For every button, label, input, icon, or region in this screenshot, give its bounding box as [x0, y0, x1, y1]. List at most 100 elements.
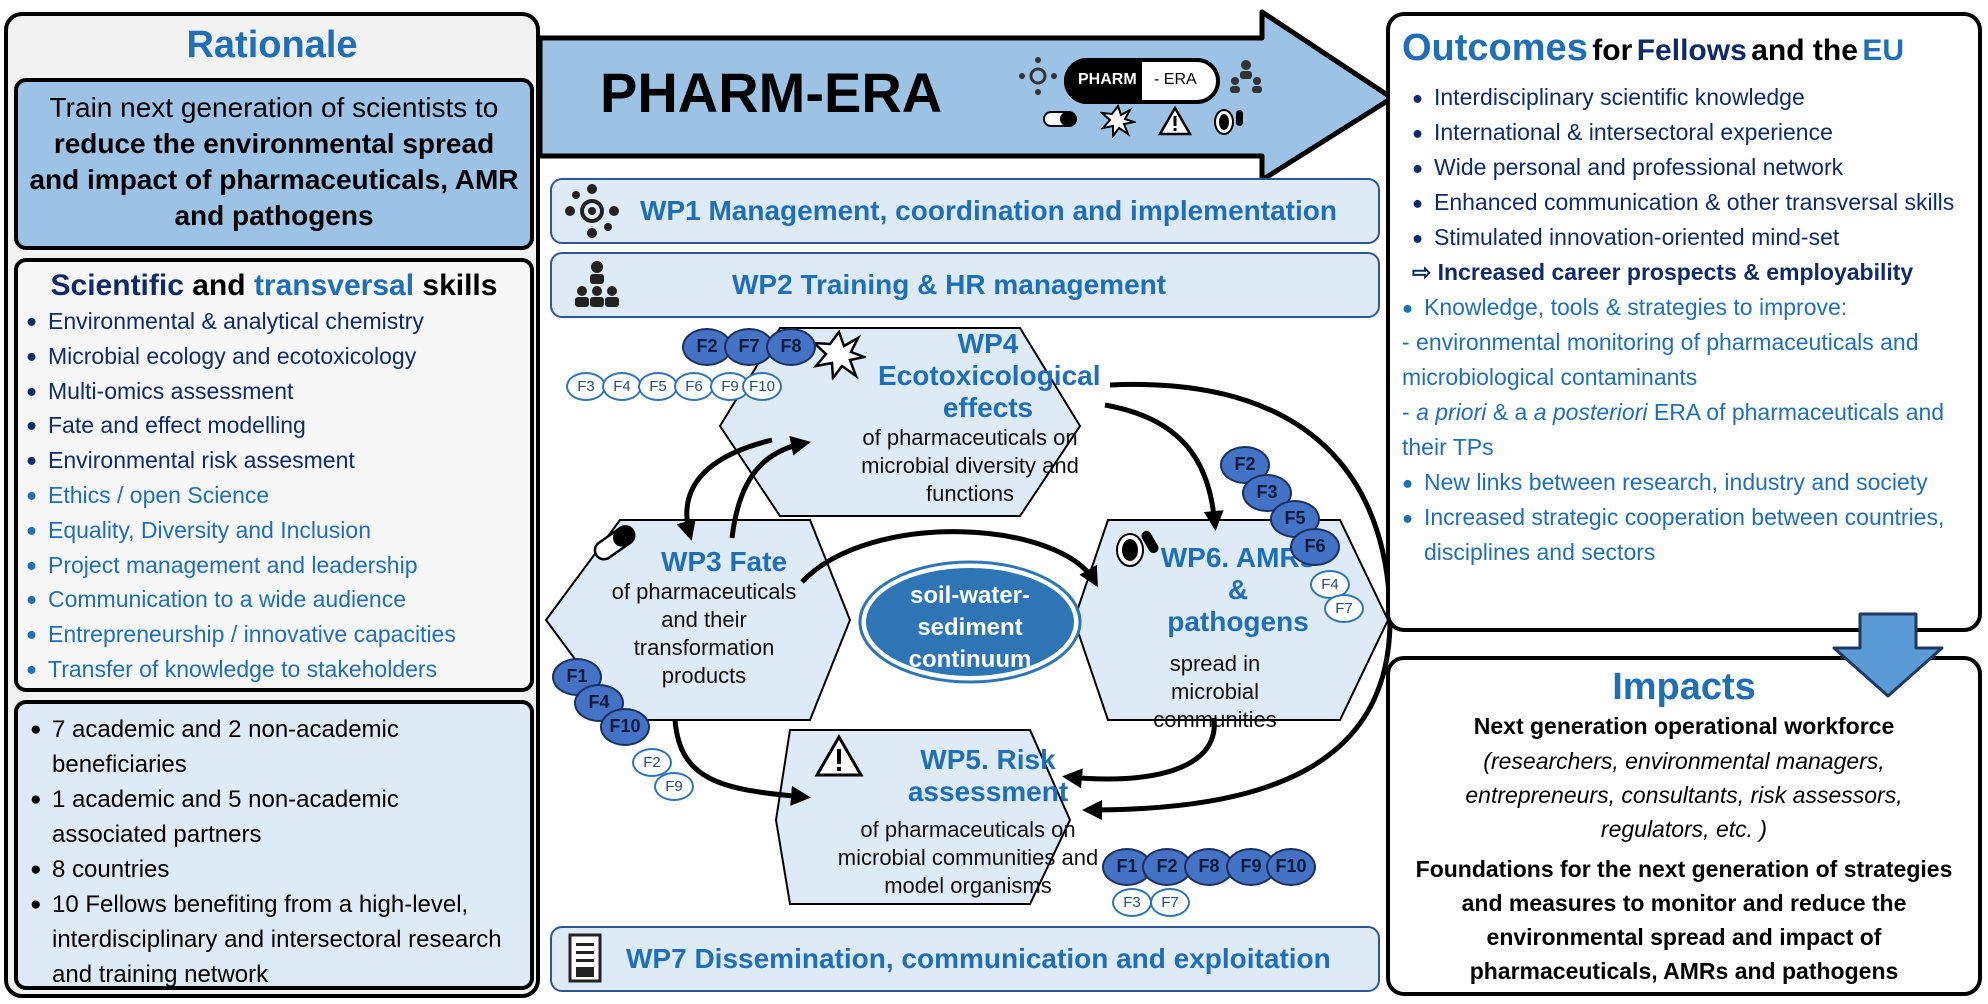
eu-outcome-item: Increased strategic cooperation between … [1402, 500, 1966, 570]
fellow-pill: F6 [1290, 528, 1340, 566]
fellow-pill: F8 [766, 328, 816, 366]
banner-arrow [537, 9, 1395, 183]
fellow-outcome-item: Wide personal and professional network [1412, 150, 1966, 185]
era-item-a-posteriori: a posteriori [1533, 399, 1648, 425]
fellow-pill-secondary: F6 [674, 372, 714, 401]
skills-title: Scientific and transversal skills [26, 268, 522, 304]
outcomes-title-eu: EU [1862, 34, 1905, 67]
fellow-outcome-item: Enhanced communication & other transvers… [1412, 185, 1966, 220]
logo-pill-dark [1064, 58, 1142, 104]
fellow-outcomes-list: Interdisciplinary scientific knowledge I… [1402, 80, 1966, 255]
outcomes-title-for: for [1592, 34, 1633, 67]
era-item-a-priori: a priori [1416, 399, 1487, 425]
wp6-title: WP6. AMRs & pathogens [1160, 542, 1316, 637]
skills-title-skills: skills [422, 269, 498, 302]
arrow-wp4-to-wp6 [1104, 402, 1224, 531]
warning-icon [1158, 106, 1192, 136]
arrow-wp4-to-wp3 [676, 437, 773, 541]
wp3-text-block: WP3 Fate of pharmaceuticals and their tr… [584, 546, 824, 690]
era-item-suffix: ERA of pharmaceuticals and their TPs [1402, 399, 1945, 460]
pill-icon [593, 525, 636, 561]
wp6-text-block: WP6. AMRs & pathogens spread in microbia… [1100, 542, 1330, 734]
explosion-icon [812, 330, 866, 380]
arrow-wp6-to-wp5 [1062, 717, 1217, 789]
skill-item: Microbial ecology and ecotoxicology [26, 339, 522, 374]
wp6-description: spread in microbial communities [1153, 651, 1277, 732]
outcomes-title-fellows: Fellows [1636, 34, 1747, 67]
monitoring-item: - environmental monitoring of pharmaceut… [1402, 329, 1919, 390]
wp5-description: of pharmaceuticals on microbial communit… [837, 817, 1099, 898]
fellow-pill-secondary: F3 [566, 372, 606, 401]
eu-outcome-item: New links between research, industry and… [1402, 465, 1966, 500]
skills-box: Scientific and transversal skills Enviro… [14, 258, 534, 692]
outcomes-title-and-the: and the [1751, 34, 1858, 67]
arrow-wp3-to-wp4 [729, 435, 811, 539]
era-item-mid: & a [1486, 399, 1534, 425]
wp3-description: of pharmaceuticals and their transformat… [611, 579, 797, 688]
fellow-pill: F2 [682, 328, 732, 366]
outcomes-title: Outcomes for Fellows and the EU [1402, 24, 1966, 80]
explosion-icon [1100, 104, 1136, 138]
skill-item: Environmental risk assesment [26, 443, 522, 478]
rationale-intro: Train next generation of scientists to [49, 92, 499, 123]
down-arrow [1832, 612, 1944, 698]
wp4-description: of pharmaceuticals on microbial diversit… [861, 425, 1079, 506]
rationale-box: Train next generation of scientists to r… [14, 78, 534, 250]
gear-network-icon [1019, 57, 1057, 95]
wp1-label: WP1 Management, coordination and impleme… [640, 195, 1337, 226]
skill-item: Entrepreneurship / innovative capacities [26, 617, 522, 652]
skills-title-scientific: Scientific [50, 269, 184, 302]
consortium-item: 7 academic and 2 non-academic beneficiar… [30, 712, 518, 782]
wp4-title: WP4 Ecotoxicological effects [878, 328, 1101, 423]
era-item-prefix: - [1402, 399, 1417, 425]
skill-item: Fate and effect modelling [26, 408, 522, 443]
document-icon [568, 933, 602, 983]
impacts-foundations: Foundations for the next generation of s… [1415, 856, 1953, 984]
skill-item: Communication to a wide audience [26, 582, 522, 617]
skill-item: Ethics / open Science [26, 478, 522, 513]
banner-title: PHARM-ERA [600, 61, 943, 124]
era-item: - a priori & a a posteriori ERA of pharm… [1402, 395, 1966, 465]
pharm-era-logo: PHARM - ERA [1064, 58, 1224, 108]
wp1-bar[interactable]: WP1 Management, coordination and impleme… [550, 178, 1380, 244]
fellow-pill: F10 [1266, 848, 1316, 886]
arrow-wp3-to-wp6 [800, 529, 1098, 588]
fellow-pill-secondary: F7 [1324, 594, 1364, 623]
impacts-workforce: Next generation operational workforce [1473, 713, 1895, 739]
consortium-list: 7 academic and 2 non-academic beneficiar… [30, 712, 518, 992]
bacteria-icon [1116, 530, 1159, 567]
logo-right-text: - ERA [1154, 71, 1197, 88]
left-column-panel: Rationale Train next generation of scien… [4, 12, 540, 998]
hexagon-diagram [544, 327, 1393, 905]
fellow-pill-secondary: F9 [654, 772, 694, 801]
scientific-skills-list: Environmental & analytical chemistry Mic… [26, 304, 522, 478]
wp5-title: WP5. Risk assessment [907, 744, 1069, 807]
wp7-bar[interactable]: WP7 Dissemination, communication and exp… [550, 926, 1380, 992]
consortium-box: 7 academic and 2 non-academic beneficiar… [14, 700, 534, 990]
wp2-label: WP2 Training & HR management [732, 269, 1167, 300]
impacts-title: Impacts [1612, 666, 1756, 708]
logo-left-text: PHARM [1078, 71, 1137, 88]
fellow-pill-secondary: F4 [1310, 570, 1350, 599]
fellow-pill-secondary: F4 [602, 372, 642, 401]
outcomes-panel: Outcomes for Fellows and the EU Interdis… [1386, 12, 1982, 632]
down-arrow-shape [1832, 612, 1944, 698]
fellow-pill: F10 [600, 708, 650, 746]
people-group-icon [575, 261, 619, 307]
fellow-pill: F7 [724, 328, 774, 366]
consortium-item: 8 countries [30, 852, 518, 887]
pill-icon [1043, 111, 1077, 127]
banner-arrow-shape [537, 9, 1395, 183]
fellow-pill-secondary: F5 [638, 372, 678, 401]
impacts-panel: Impacts Next generation operational work… [1386, 656, 1982, 996]
skills-title-and: and [192, 269, 246, 302]
gear-network-icon [565, 184, 619, 238]
skill-item: Project management and leadership [26, 548, 522, 583]
warning-icon [814, 734, 864, 777]
knowledge-list: Knowledge, tools & strategies to improve… [1402, 290, 1966, 325]
center-label: soil-water-sediment continuum [908, 582, 1032, 673]
fellow-outcome-item: International & intersectoral experience [1412, 115, 1966, 150]
arrow-wp3-to-wp5 [672, 719, 811, 806]
wp2-bar[interactable]: WP2 Training & HR management [550, 252, 1380, 318]
wp5-text-block: WP5. Risk assessment of pharmaceuticals … [828, 744, 1108, 900]
